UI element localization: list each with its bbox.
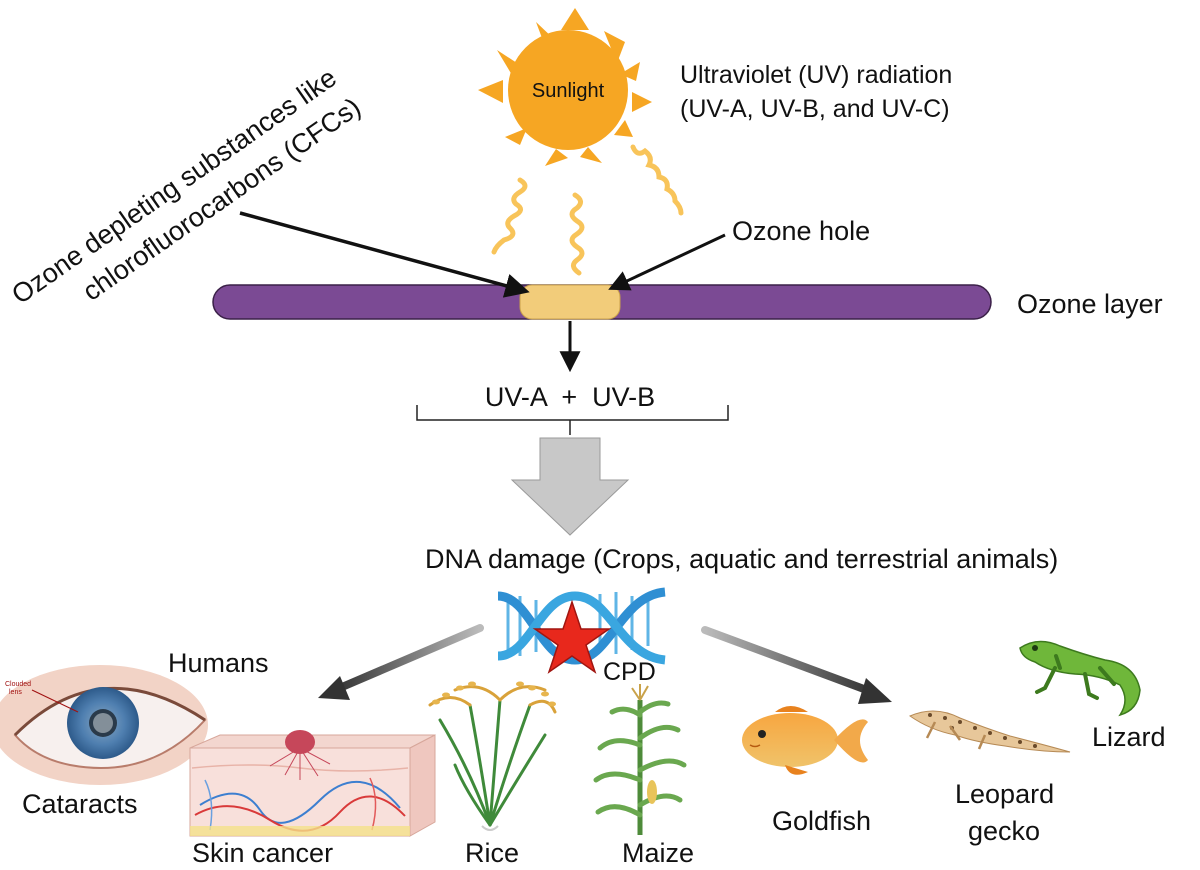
leopard-gecko-label-line2: gecko — [968, 816, 1040, 846]
cpd-label: CPD — [603, 658, 656, 686]
cataracts-label: Cataracts — [22, 789, 138, 819]
damage-star-icon — [532, 599, 612, 674]
leopard-gecko-label-line1: Leopard — [955, 779, 1054, 809]
cfc-arrow — [239, 211, 530, 298]
cfc-label-line1: Ozone depleting substances like — [6, 62, 342, 310]
arrow-to-animals-head — [858, 678, 892, 704]
eye-icon — [0, 665, 208, 785]
rice-plant-icon — [428, 681, 557, 831]
clouded-lens-label-line2: lens — [9, 689, 22, 696]
clouded-lens-label-line1: Clouded — [5, 681, 31, 688]
maize-plant-icon — [593, 684, 687, 835]
big-down-arrow — [510, 437, 630, 536]
uv-ab-label: UV-A + UV-B — [485, 382, 655, 412]
dna-helix-icon — [497, 587, 666, 665]
ozone-hole-label: Ozone hole — [732, 216, 870, 246]
uv-radiation-label-line2: (UV-A, UV-B, and UV-C) — [680, 95, 950, 123]
goldfish-icon — [742, 706, 868, 775]
cfc-label-line2: chlorofluorocarbons (CFCs) — [77, 92, 366, 307]
sun-icon: Sunlight — [478, 8, 652, 166]
uv-rays — [491, 144, 684, 276]
gecko-icon — [908, 710, 1071, 753]
lizard-icon — [1019, 640, 1141, 717]
uv-ray-icon — [491, 177, 528, 255]
uv-ray-icon — [630, 144, 684, 216]
ozone-layer-label: Ozone layer — [1017, 289, 1163, 319]
dna-damage-label: DNA damage (Crops, aquatic and terrestri… — [425, 544, 1058, 574]
skin-cancer-label: Skin cancer — [192, 838, 333, 868]
skin-icon — [189, 730, 436, 837]
rice-label: Rice — [465, 838, 519, 868]
humans-label: Humans — [168, 648, 269, 678]
uv-bracket — [416, 405, 729, 435]
arrow-to-humans — [331, 624, 484, 694]
uv-ray-icon — [569, 192, 585, 276]
arrow-to-humans-head — [318, 676, 350, 700]
arrow-to-animals — [701, 626, 876, 696]
ozone-hole-arrow — [608, 233, 726, 291]
lizard-label: Lizard — [1092, 722, 1166, 752]
maize-label: Maize — [622, 838, 694, 868]
uv-radiation-label-line1: Ultraviolet (UV) radiation — [680, 61, 952, 89]
goldfish-label: Goldfish — [772, 806, 871, 836]
ozone-hole-patch — [519, 284, 621, 320]
sunlight-label: Sunlight — [532, 80, 605, 102]
